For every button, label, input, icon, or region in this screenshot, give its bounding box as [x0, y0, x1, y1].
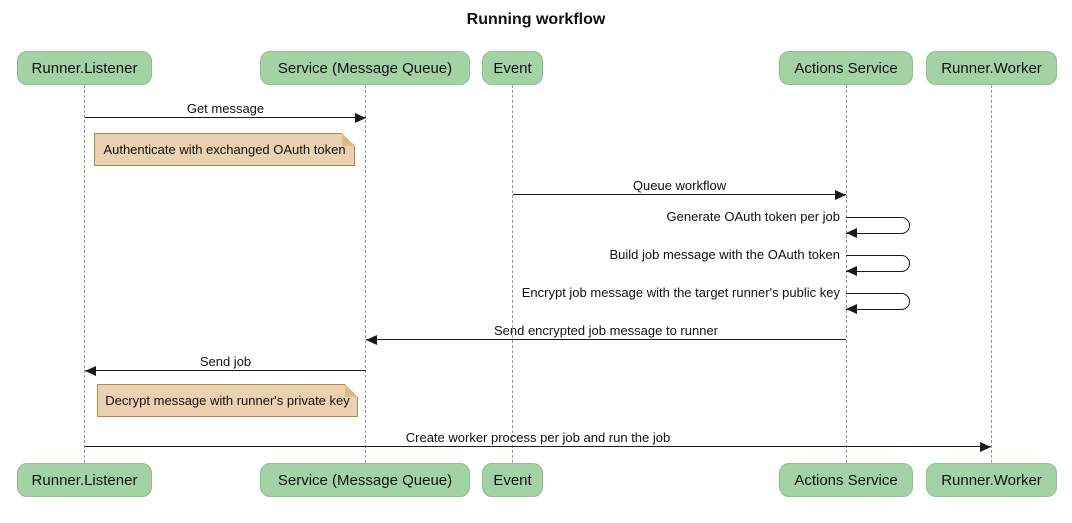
arrowhead-left-icon	[846, 266, 857, 276]
diagram-title: Running workflow	[466, 11, 606, 28]
message-line	[513, 194, 846, 195]
message-send-job: Send job	[85, 354, 366, 376]
self-loop-line	[846, 255, 910, 272]
lifeline-runner-worker	[991, 85, 992, 463]
message-label: Get message	[186, 101, 265, 116]
participant-event-bottom: Event	[482, 463, 543, 497]
arrowhead-left-icon	[846, 228, 857, 238]
participant-runner-worker-bottom: Runner.Worker	[926, 463, 1057, 497]
arrowhead-left-icon	[846, 304, 857, 314]
participant-actions-service-top: Actions Service	[779, 51, 913, 85]
arrowhead-right-icon	[355, 113, 366, 123]
message-queue-workflow: Queue workflow	[513, 178, 846, 200]
participant-runner-worker-top: Runner.Worker	[926, 51, 1057, 85]
lifeline-service-message-queue	[365, 85, 366, 463]
participant-actions-service-bottom: Actions Service	[779, 463, 913, 497]
message-create-worker-process: Create worker process per job and run th…	[85, 430, 991, 452]
lifeline-event	[512, 85, 513, 463]
message-label: Generate OAuth token per job	[666, 209, 840, 224]
participant-runner-listener-bottom: Runner.Listener	[17, 463, 152, 497]
self-loop-line	[846, 293, 910, 310]
participant-event-top: Event	[482, 51, 543, 85]
message-label: Encrypt job message with the target runn…	[521, 285, 840, 300]
message-label: Queue workflow	[632, 178, 727, 193]
participant-runner-listener-top: Runner.Listener	[17, 51, 152, 85]
message-get-message: Get message	[85, 101, 366, 123]
arrowhead-right-icon	[835, 190, 846, 200]
message-build-job-message: Build job message with the OAuth token	[500, 247, 910, 281]
message-send-encrypted-job: Send encrypted job message to runner	[366, 323, 846, 345]
note-authenticate: Authenticate with exchanged OAuth token	[94, 133, 355, 166]
message-label: Create worker process per job and run th…	[405, 430, 671, 445]
arrowhead-right-icon	[980, 442, 991, 452]
message-label: Build job message with the OAuth token	[609, 247, 840, 262]
self-loop-line	[846, 217, 910, 234]
participant-service-message-queue-bottom: Service (Message Queue)	[260, 463, 470, 497]
note-decrypt: Decrypt message with runner's private ke…	[97, 384, 358, 417]
message-label: Send encrypted job message to runner	[493, 323, 719, 338]
arrowhead-left-icon	[366, 335, 377, 345]
message-encrypt-job-message: Encrypt job message with the target runn…	[500, 285, 910, 319]
message-line	[366, 339, 846, 340]
message-line	[85, 446, 991, 447]
message-label: Send job	[199, 354, 252, 369]
arrowhead-left-icon	[85, 366, 96, 376]
message-generate-oauth-token: Generate OAuth token per job	[500, 209, 910, 243]
participant-service-message-queue-top: Service (Message Queue)	[260, 51, 470, 85]
lifeline-runner-listener	[84, 85, 85, 463]
message-line	[85, 117, 366, 118]
message-line	[85, 370, 366, 371]
